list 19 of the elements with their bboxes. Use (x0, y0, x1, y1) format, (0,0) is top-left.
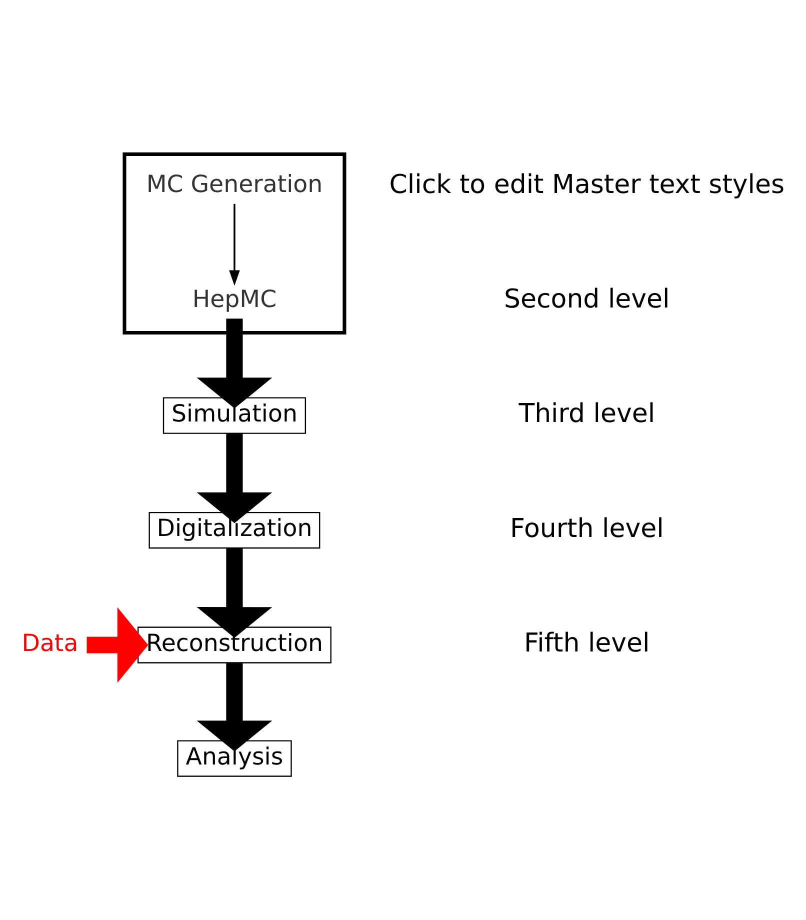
arrow (229, 203, 240, 286)
label: Fourth level (510, 513, 664, 544)
label: Click to edit Master text styles (389, 169, 785, 200)
node-box: Reconstruction (138, 626, 332, 663)
label: Second level (504, 284, 670, 314)
cluster (122, 152, 346, 334)
label: Third level (518, 398, 656, 429)
node-box: Simulation (162, 396, 306, 434)
node-text: Data (22, 628, 78, 656)
node-box: Analysis (177, 740, 292, 776)
node-text: MC Generation (146, 170, 323, 198)
node-text: HepMC (192, 284, 277, 312)
arrow (196, 548, 272, 638)
arrow (196, 662, 272, 751)
label: Fifth level (524, 628, 650, 658)
arrow (86, 606, 148, 682)
arrow (196, 318, 272, 408)
arrow (196, 432, 272, 523)
node-box: Digitalization (148, 511, 320, 548)
